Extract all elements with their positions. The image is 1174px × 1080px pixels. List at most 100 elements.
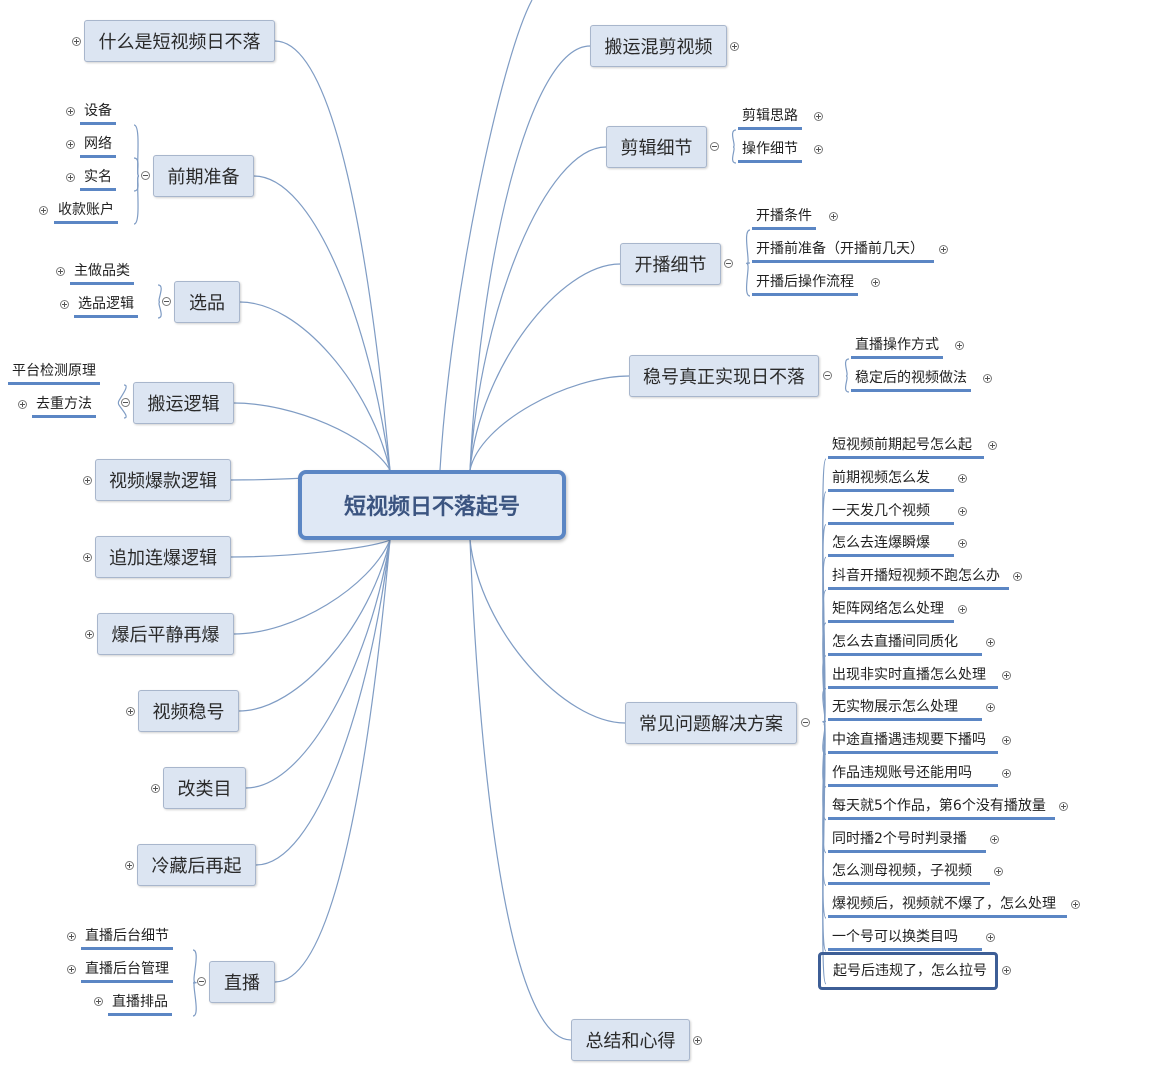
expand-icon[interactable] xyxy=(986,703,995,713)
branch-video-stabilize[interactable]: 视频稳号 xyxy=(138,690,239,732)
leaf-post-live-flow[interactable]: 开播后操作流程 xyxy=(752,270,858,296)
branch-editing-details[interactable]: 剪辑细节 xyxy=(606,126,707,168)
expand-icon[interactable] xyxy=(1071,900,1080,910)
branch-follow-up-viral[interactable]: 追加连爆逻辑 xyxy=(95,536,231,578)
branch-livestream[interactable]: 直播 xyxy=(209,961,275,1003)
leaf-problem[interactable]: 怎么去连爆瞬爆 xyxy=(828,531,954,558)
expand-icon[interactable] xyxy=(151,784,160,793)
collapse-icon[interactable] xyxy=(121,398,130,407)
leaf-problem-highlighted[interactable]: 起号后违规了，怎么拉号 xyxy=(818,951,998,990)
expand-icon[interactable] xyxy=(72,37,81,46)
expand-icon[interactable] xyxy=(939,245,948,254)
expand-icon[interactable] xyxy=(955,341,964,350)
leaf-problem[interactable]: 怎么测母视频，子视频 xyxy=(828,859,990,886)
expand-icon[interactable] xyxy=(18,400,27,409)
branch-summary[interactable]: 总结和心得 xyxy=(571,1019,690,1061)
leaf-problem[interactable]: 同时播2个号时判录播 xyxy=(828,827,986,853)
branch-stable-account[interactable]: 稳号真正实现日不落 xyxy=(629,355,819,397)
expand-icon[interactable] xyxy=(986,637,995,647)
collapse-icon[interactable] xyxy=(710,142,719,151)
collapse-icon[interactable] xyxy=(141,171,150,180)
expand-icon[interactable] xyxy=(814,145,823,154)
leaf-live-conditions[interactable]: 开播条件 xyxy=(752,204,816,230)
expand-icon[interactable] xyxy=(990,834,999,844)
expand-icon[interactable] xyxy=(983,374,992,383)
expand-icon[interactable] xyxy=(94,997,103,1006)
leaf-live-backend-manage[interactable]: 直播后台管理 xyxy=(81,957,173,983)
expand-icon[interactable] xyxy=(958,506,967,516)
expand-icon[interactable] xyxy=(66,173,75,182)
leaf-problem[interactable]: 爆视频后，视频就不爆了，怎么处理 xyxy=(828,892,1067,919)
leaf-problem[interactable]: 短视频前期起号怎么起 xyxy=(828,433,984,459)
expand-icon[interactable] xyxy=(693,1036,702,1045)
branch-calm-then-viral[interactable]: 爆后平静再爆 xyxy=(97,613,234,655)
leaf-problem[interactable]: 作品违规账号还能用吗 xyxy=(828,761,998,787)
leaf-main-category[interactable]: 主做品类 xyxy=(70,259,134,285)
branch-repost-remix-video[interactable]: 搬运混剪视频 xyxy=(590,25,727,67)
expand-icon[interactable] xyxy=(39,206,48,215)
expand-icon[interactable] xyxy=(1002,965,1011,975)
expand-icon[interactable] xyxy=(730,42,739,51)
leaf-problem[interactable]: 出现非实时直播怎么处理 xyxy=(828,663,998,689)
leaf-selection-logic[interactable]: 选品逻辑 xyxy=(74,292,138,318)
expand-icon[interactable] xyxy=(126,707,135,716)
expand-icon[interactable] xyxy=(829,212,838,221)
branch-common-problems[interactable]: 常见问题解决方案 xyxy=(625,702,797,744)
leaf-prep-device[interactable]: 设备 xyxy=(80,99,116,125)
branch-restart-after-freeze[interactable]: 冷藏后再起 xyxy=(137,844,256,886)
expand-icon[interactable] xyxy=(1002,769,1011,778)
expand-icon[interactable] xyxy=(66,107,75,116)
leaf-dedup-method[interactable]: 去重方法 xyxy=(32,392,96,418)
leaf-platform-detection[interactable]: 平台检测原理 xyxy=(8,359,100,385)
leaf-problem[interactable]: 一个号可以换类目吗 xyxy=(828,925,982,951)
leaf-problem[interactable]: 中途直播遇违规要下播吗 xyxy=(828,728,998,755)
leaf-prep-realname[interactable]: 实名 xyxy=(80,165,116,191)
leaf-editing-idea[interactable]: 剪辑思路 xyxy=(738,104,802,130)
expand-icon[interactable] xyxy=(60,300,69,309)
collapse-icon[interactable] xyxy=(823,371,832,380)
expand-icon[interactable] xyxy=(958,473,967,483)
leaf-pre-live-prep[interactable]: 开播前准备（开播前几天） xyxy=(752,237,934,263)
collapse-icon[interactable] xyxy=(197,977,206,986)
expand-icon[interactable] xyxy=(83,476,92,485)
leaf-live-backend-detail[interactable]: 直播后台细节 xyxy=(81,924,173,950)
leaf-problem[interactable]: 无实物展示怎么处理 xyxy=(828,695,982,722)
expand-icon[interactable] xyxy=(125,861,134,870)
leaf-problem[interactable]: 矩阵网络怎么处理 xyxy=(828,597,954,623)
leaf-post-stable-video[interactable]: 稳定后的视频做法 xyxy=(851,366,971,392)
branch-product-selection[interactable]: 选品 xyxy=(174,281,240,323)
expand-icon[interactable] xyxy=(85,630,94,639)
branch-what-is[interactable]: 什么是短视频日不落 xyxy=(84,20,275,62)
expand-icon[interactable] xyxy=(66,140,75,149)
expand-icon[interactable] xyxy=(871,278,880,287)
expand-icon[interactable] xyxy=(56,267,65,276)
collapse-icon[interactable] xyxy=(801,718,810,727)
expand-icon[interactable] xyxy=(1013,572,1022,582)
expand-icon[interactable] xyxy=(814,112,823,121)
leaf-prep-network[interactable]: 网络 xyxy=(80,132,116,158)
expand-icon[interactable] xyxy=(994,867,1003,877)
leaf-live-product-order[interactable]: 直播排品 xyxy=(108,990,172,1016)
expand-icon[interactable] xyxy=(1059,801,1068,811)
branch-repost-logic[interactable]: 搬运逻辑 xyxy=(133,382,234,424)
expand-icon[interactable] xyxy=(988,441,997,450)
leaf-live-operation-method[interactable]: 直播操作方式 xyxy=(851,333,943,359)
leaf-problem[interactable]: 一天发几个视频 xyxy=(828,499,954,525)
expand-icon[interactable] xyxy=(67,965,76,974)
branch-live-start-details[interactable]: 开播细节 xyxy=(620,243,721,285)
expand-icon[interactable] xyxy=(67,932,76,941)
leaf-problem[interactable]: 怎么去直播间同质化 xyxy=(828,630,982,656)
collapse-icon[interactable] xyxy=(162,297,171,306)
leaf-problem[interactable]: 前期视频怎么发 xyxy=(828,466,954,492)
leaf-problem[interactable]: 抖音开播短视频不跑怎么办 xyxy=(828,564,1009,591)
expand-icon[interactable] xyxy=(958,539,967,549)
expand-icon[interactable] xyxy=(1002,736,1011,746)
root-node[interactable]: 短视频日不落起号 xyxy=(298,470,566,540)
branch-viral-logic[interactable]: 视频爆款逻辑 xyxy=(95,459,231,501)
expand-icon[interactable] xyxy=(958,605,967,614)
leaf-operation-detail[interactable]: 操作细节 xyxy=(738,137,802,163)
branch-preparation[interactable]: 前期准备 xyxy=(153,155,254,197)
expand-icon[interactable] xyxy=(1002,670,1011,680)
expand-icon[interactable] xyxy=(986,933,995,942)
leaf-problem[interactable]: 每天就5个作品，第6个没有播放量 xyxy=(828,794,1055,820)
